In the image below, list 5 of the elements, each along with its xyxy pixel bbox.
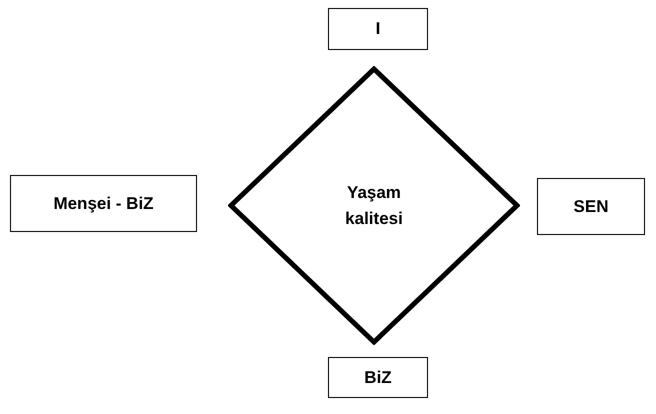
label-box: I	[328, 8, 428, 50]
diamond-label: Yaşam kalitesi	[344, 182, 404, 230]
label-box: Menşei - BiZ	[10, 175, 197, 232]
label-box: BiZ	[328, 357, 428, 398]
label-box: SEN	[537, 178, 645, 235]
